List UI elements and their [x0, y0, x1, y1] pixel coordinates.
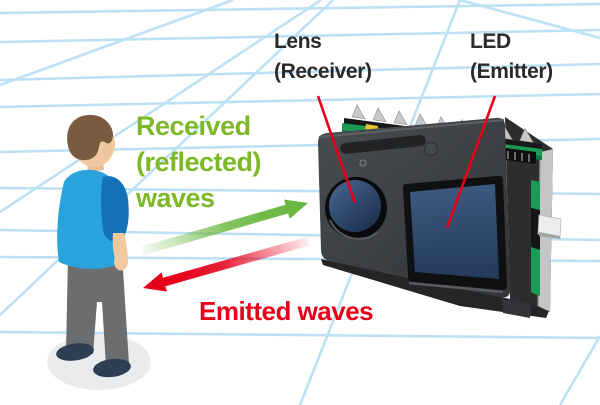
- person-figure: [47, 114, 151, 390]
- lens-ring-highlight: [329, 219, 379, 240]
- slot-knob: [424, 142, 438, 156]
- person-ear: [102, 144, 112, 156]
- person-sleeve: [101, 176, 129, 242]
- front-top-bevel: [318, 119, 505, 138]
- person-shadow: [47, 334, 151, 390]
- screw-mark-left: [359, 159, 367, 167]
- side-pcb-upper: [531, 180, 540, 210]
- device-foot: [502, 299, 531, 318]
- person-shoe-left: [56, 343, 94, 361]
- lens-glass: [329, 180, 381, 232]
- lens-label-line2: (Receiver): [274, 60, 372, 83]
- received-label-line3: waves: [136, 183, 215, 213]
- received-label-line1: Received: [136, 111, 251, 141]
- person-shoe-right: [93, 358, 131, 378]
- side-pcb-lower: [531, 247, 540, 296]
- led-emitter-label: LED (Emitter): [470, 27, 553, 87]
- lens-label-line1: Lens: [274, 30, 322, 53]
- received-label-line2: (reflected): [136, 147, 262, 177]
- leader-lines: [316, 95, 497, 229]
- led-leader-line: [445, 95, 497, 229]
- led-label-line1: LED: [470, 30, 511, 53]
- lens-leader-line: [316, 95, 357, 204]
- device-underside: [321, 259, 549, 318]
- side-pcb-gap: [531, 208, 540, 250]
- received-waves-label: Received (reflected) waves: [136, 108, 262, 216]
- side-connector-shadow: [539, 232, 560, 239]
- sensor-device: [318, 104, 562, 318]
- emitted-waves-label: Emitted waves: [199, 296, 374, 326]
- person-hand: [114, 253, 128, 271]
- window-bottom-lip: [408, 281, 504, 294]
- received-waves-arrow: [140, 199, 308, 256]
- emitted-waves-arrow: [143, 236, 311, 292]
- led-window-glass: [410, 184, 499, 279]
- led-label-line2: (Emitter): [470, 60, 553, 83]
- front-slot: [340, 135, 426, 154]
- lens-receiver-label: Lens (Receiver): [274, 27, 372, 87]
- person-hair: [67, 114, 113, 161]
- person-pants: [66, 254, 129, 366]
